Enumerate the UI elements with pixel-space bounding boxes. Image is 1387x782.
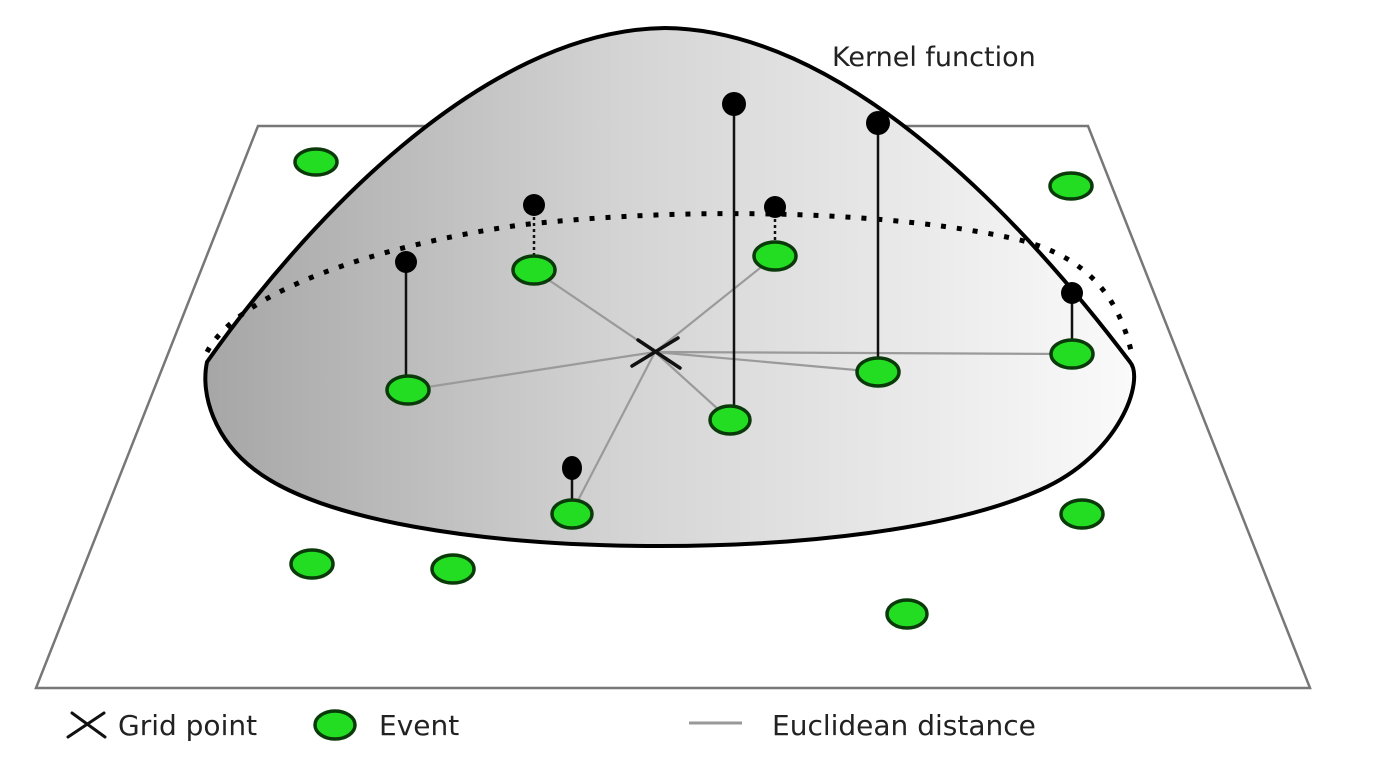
legend-label: Euclidean distance bbox=[772, 709, 1036, 742]
legend-item-event: Event bbox=[313, 709, 459, 742]
kernel-dome bbox=[203, 25, 1136, 549]
kernel-value-points bbox=[395, 92, 1083, 480]
event-marker bbox=[289, 548, 335, 580]
event-marker bbox=[550, 498, 594, 530]
distance-line bbox=[654, 350, 879, 374]
event-marker bbox=[385, 374, 431, 406]
event-marker bbox=[430, 553, 476, 585]
distance-line bbox=[654, 350, 1073, 356]
legend-item-grid-point: Grid point bbox=[66, 709, 257, 742]
grid-point-icon bbox=[630, 336, 682, 370]
kernel-value-point bbox=[866, 111, 890, 135]
kernel-value-point bbox=[1061, 282, 1083, 304]
event-marker bbox=[511, 254, 557, 286]
events-outside-kernel bbox=[289, 147, 1105, 630]
euclidean-distance-lines bbox=[407, 255, 1073, 513]
event-marker bbox=[1048, 171, 1094, 201]
distance-line bbox=[407, 350, 656, 392]
kernel-value-point bbox=[764, 196, 786, 218]
distance-line bbox=[654, 255, 776, 353]
event-marker bbox=[885, 598, 929, 630]
legend: Grid point Event Euclidean distance bbox=[66, 709, 1036, 742]
distance-line bbox=[571, 351, 656, 513]
distance-line bbox=[533, 269, 656, 353]
legend-label: Grid point bbox=[118, 709, 257, 742]
kernel-function-label: Kernel function bbox=[832, 42, 1036, 73]
kernel-value-stems bbox=[404, 104, 1074, 512]
event-marker bbox=[708, 404, 752, 436]
kernel-value-point bbox=[562, 456, 582, 480]
event-marker bbox=[1049, 338, 1095, 370]
event-marker bbox=[1059, 498, 1105, 530]
events-inside-kernel bbox=[385, 240, 1095, 530]
kernel-value-point bbox=[523, 194, 545, 216]
kernel-value-point bbox=[395, 251, 417, 273]
legend-item-euclidean-distance: Euclidean distance bbox=[689, 709, 1036, 742]
cross-icon bbox=[66, 711, 107, 739]
legend-label: Event bbox=[379, 709, 459, 742]
event-marker bbox=[293, 147, 339, 177]
event-marker bbox=[855, 356, 901, 388]
kernel-value-point bbox=[722, 92, 746, 116]
event-ellipse-icon bbox=[313, 709, 357, 741]
event-marker bbox=[752, 240, 798, 272]
